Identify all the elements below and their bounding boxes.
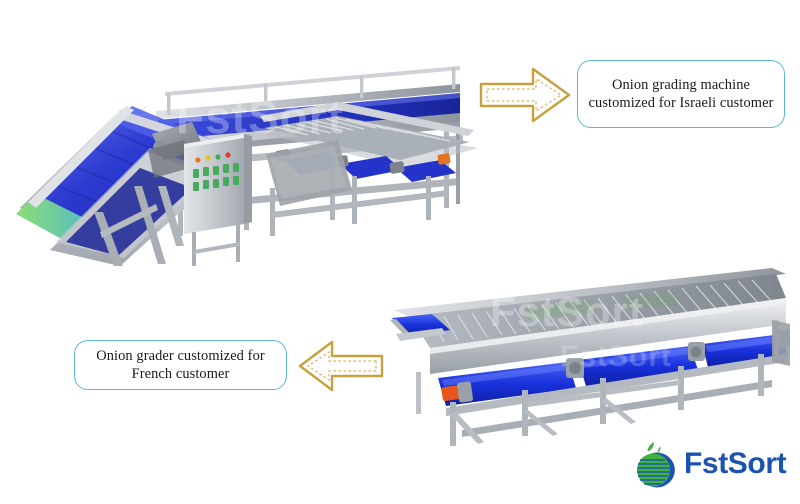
callout-box-israeli: Onion grading machine customized for Isr…: [577, 60, 785, 128]
apple-logo-icon: [637, 442, 675, 488]
machine-illustration-bottom: [390, 268, 790, 446]
arrow-left-callout: [296, 338, 386, 394]
onion-grading-machine-photo: FstSort: [8, 36, 478, 280]
callout-text-french: Onion grader customized for French custo…: [96, 347, 265, 382]
logo-wordmark: FstSort: [684, 447, 787, 480]
arrow-right-icon: [479, 67, 571, 123]
callout-box-french: Onion grader customized for French custo…: [74, 340, 287, 390]
machine-illustration-top: [16, 66, 478, 280]
arrow-left-icon: [298, 340, 384, 392]
callout-text-israeli: Onion grading machine customized for Isr…: [588, 76, 774, 111]
fstsort-logo: FstSort: [634, 437, 790, 491]
onion-grader-photo: FstSort FstSort: [372, 262, 792, 447]
arrow-right-callout: [477, 64, 573, 126]
